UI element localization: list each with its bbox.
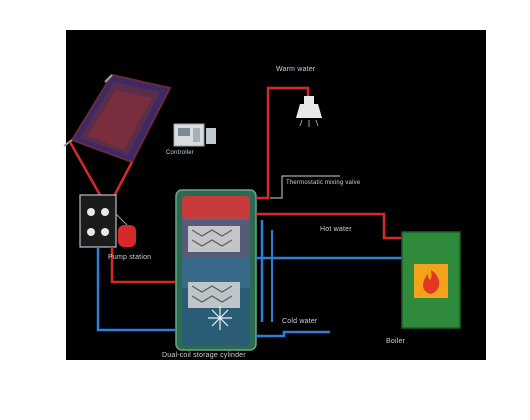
label-boiler: Boiler <box>386 338 406 345</box>
label-storage-tank: Dual-coil storage cylinder <box>162 352 246 359</box>
controller-icon <box>173 123 216 147</box>
boiler <box>401 231 461 329</box>
label-pump-station: Pump station <box>108 254 152 261</box>
storage-tank <box>175 189 257 351</box>
hot-water-pipes <box>256 86 402 240</box>
collector-pipes <box>68 141 134 201</box>
label-cold-water: Cold water <box>282 318 318 325</box>
flame-icon <box>423 270 440 294</box>
label-thermostatic-valve: Thermostatic mixing valve <box>286 180 361 186</box>
shower-head-icon <box>296 96 322 127</box>
heating-coil-icon <box>191 229 233 303</box>
expansion-vessel-icon <box>115 213 136 247</box>
solar-circuit-pipes <box>96 247 175 332</box>
cold-water-pipes <box>256 220 402 338</box>
snowflake-icon <box>208 306 232 330</box>
pump-station-icon <box>79 194 117 248</box>
label-shower: Warm water <box>276 66 316 73</box>
solar-collector-icon <box>63 73 172 164</box>
label-hot-water: Hot water <box>320 226 352 233</box>
label-controller: Controller <box>166 150 195 156</box>
